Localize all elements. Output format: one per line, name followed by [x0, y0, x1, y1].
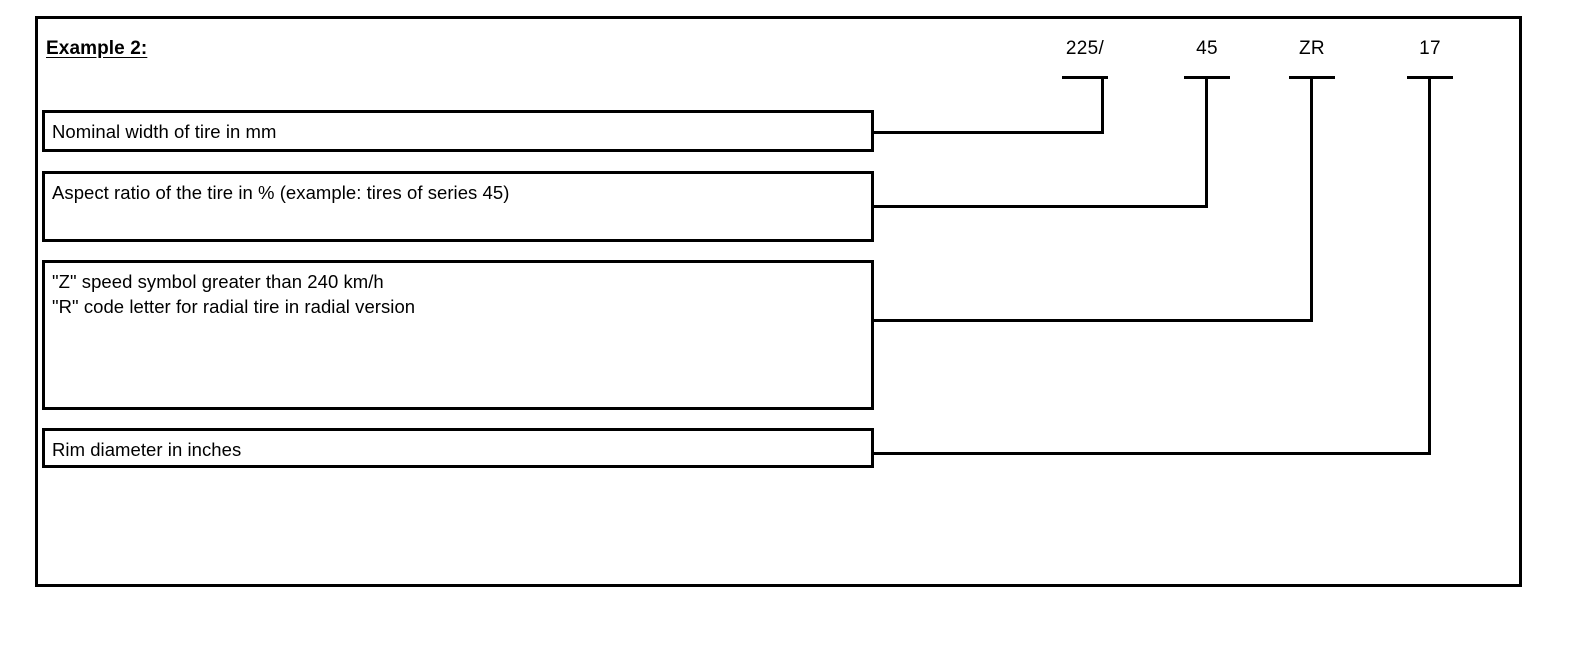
description-text-aspect-ratio: Aspect ratio of the tire in % (example: … [52, 182, 510, 203]
code-label-rim-diameter: 17 [1419, 38, 1441, 59]
code-label-aspect-ratio: 45 [1196, 38, 1218, 59]
code-label-speed-symbol: ZR [1299, 38, 1325, 59]
description-box-nominal-width: Nominal width of tire in mm [42, 110, 874, 152]
leader-line-horizontal-speed-symbol [874, 319, 1313, 322]
description-box-rim-diameter: Rim diameter in inches [42, 428, 874, 468]
description-text-rim-diameter: Rim diameter in inches [52, 439, 242, 460]
tick-mark-nominal-width [1062, 76, 1108, 79]
leader-line-horizontal-rim-diameter [874, 452, 1431, 455]
code-label-nominal-width: 225/ [1065, 38, 1105, 59]
description-box-aspect-ratio: Aspect ratio of the tire in % (example: … [42, 171, 874, 242]
leader-line-vertical-speed-symbol [1310, 76, 1313, 322]
leader-line-vertical-nominal-width [1101, 76, 1104, 134]
description-text-speed-symbol: "Z" speed symbol greater than 240 km/h "… [52, 271, 416, 317]
leader-line-vertical-rim-diameter [1428, 76, 1431, 455]
page-title: Example 2: [46, 38, 148, 59]
leader-line-horizontal-nominal-width [874, 131, 1104, 134]
leader-line-vertical-aspect-ratio [1205, 76, 1208, 208]
description-text-nominal-width: Nominal width of tire in mm [52, 121, 277, 142]
description-box-speed-symbol: "Z" speed symbol greater than 240 km/h "… [42, 260, 874, 410]
leader-line-horizontal-aspect-ratio [874, 205, 1208, 208]
